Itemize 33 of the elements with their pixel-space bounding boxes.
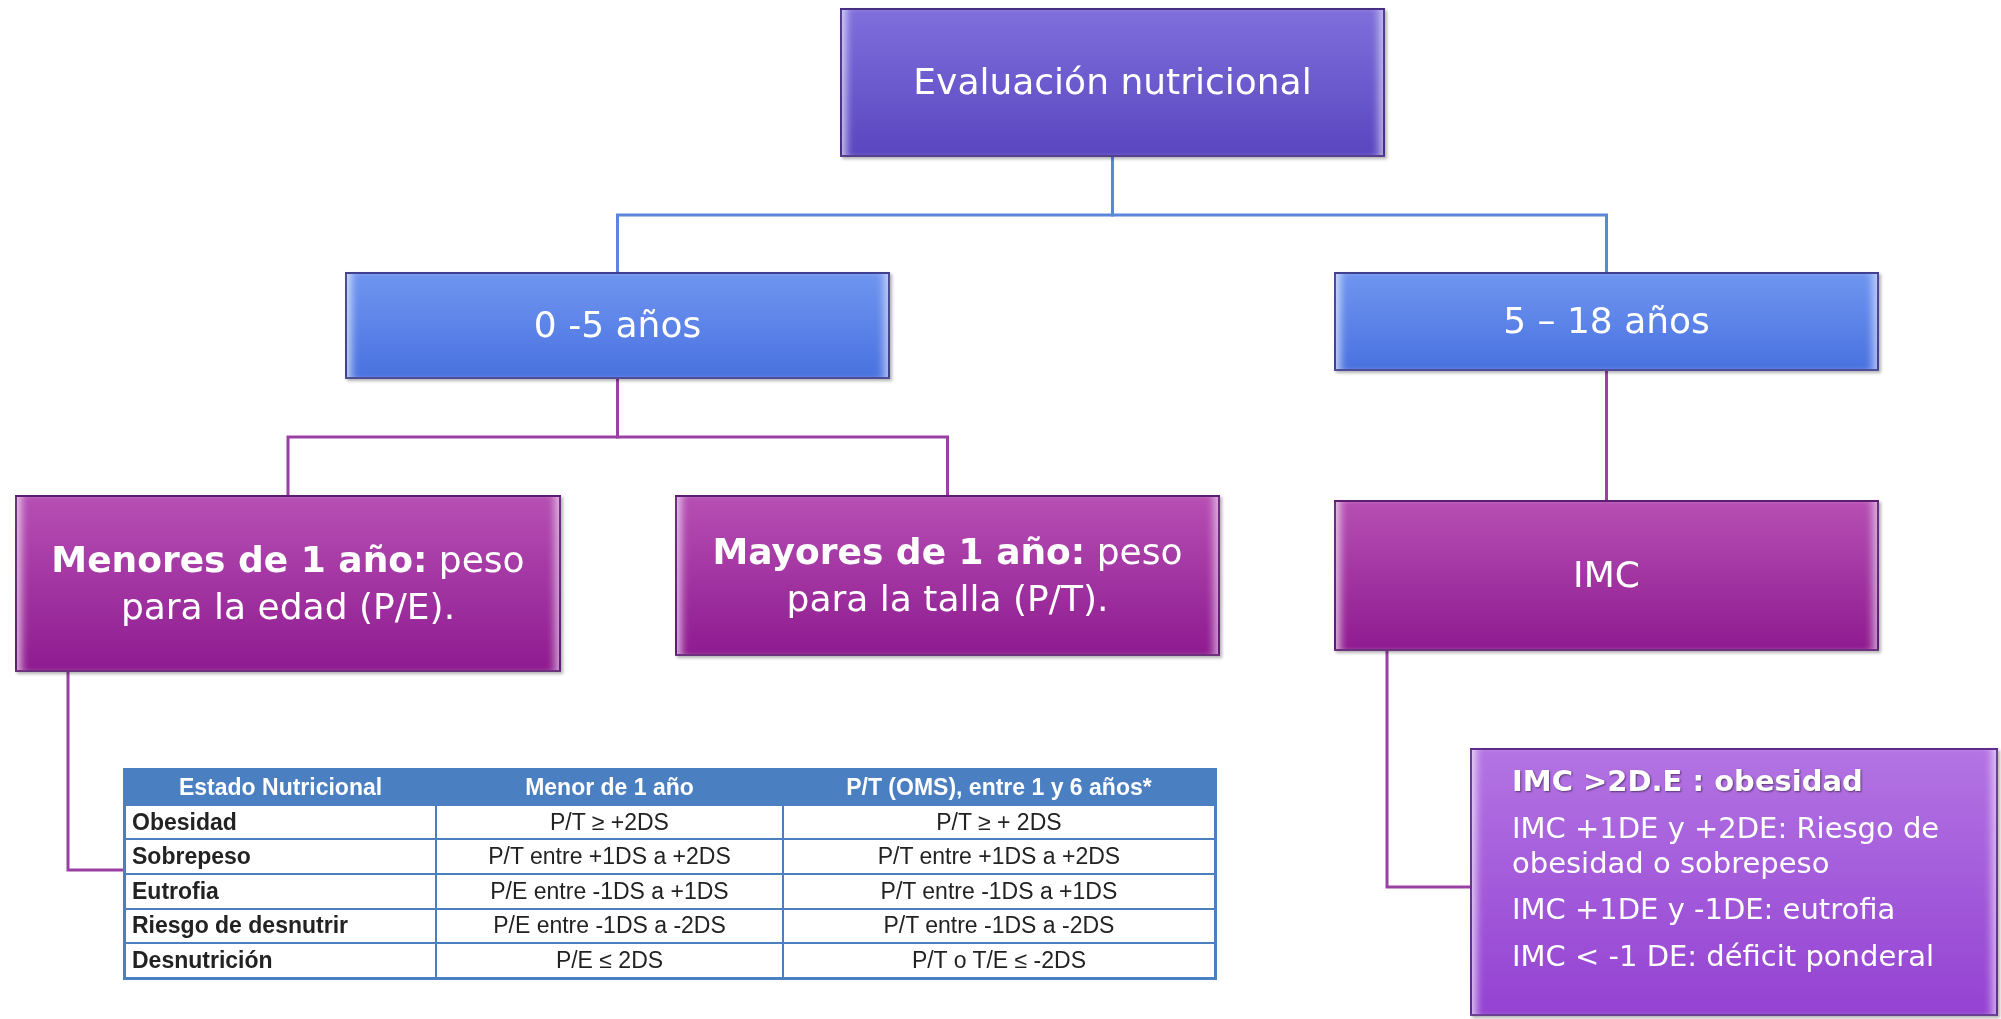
- age-group-box: [345, 272, 890, 379]
- classification-table: [123, 768, 1217, 980]
- classification-text: IMC +1DE y +2DE: Riesgo de obesidad o sobrepeso: [1512, 810, 1941, 881]
- table-header-cell: Estado Nutricional: [124, 769, 437, 805]
- table-cell: P/E entre -1DS a -2DS: [436, 908, 783, 944]
- node-text: IMC: [1573, 553, 1640, 598]
- node-text: Menores de 1 año: peso para la edad (P/E).: [50, 537, 526, 629]
- node-text: Mayores de 1 año: peso para la talla (P/T).: [711, 529, 1184, 621]
- leader-line: [66, 672, 123, 872]
- criterion-box: [675, 495, 1220, 656]
- node-text: Evaluación nutricional: [913, 60, 1312, 105]
- table-header-cell: P/T (OMS), entre 1 y 6 años*: [782, 769, 1216, 805]
- table-cell: P/T ≥ +2DS: [436, 804, 783, 840]
- node-text: 5 – 18 años: [1503, 299, 1710, 344]
- connector-line: [616, 379, 949, 495]
- criterion-box: [1334, 500, 1879, 651]
- leader-line: [1385, 651, 1470, 889]
- table-cell: Sobrepeso: [124, 839, 437, 874]
- classification-text: IMC >2D.E : obesidad: [1512, 764, 1863, 799]
- table-header-cell: Menor de 1 año: [436, 769, 783, 805]
- table-cell: Obesidad: [124, 804, 437, 840]
- classification-text: IMC < -1 DE: déficit ponderal: [1512, 939, 1934, 974]
- table-cell: Riesgo de desnutrir: [124, 908, 437, 944]
- imc-classification-box: [1470, 748, 1998, 1016]
- connector-line: [1605, 371, 1608, 500]
- criterion-box: [15, 495, 561, 672]
- classification-text: IMC +1DE y -1DE: eutrofia: [1512, 892, 1896, 928]
- node-text: 0 -5 años: [533, 303, 702, 348]
- table-cell: P/T entre +1DS a +2DS: [436, 839, 783, 874]
- table-cell: P/E entre -1DS a +1DS: [436, 873, 783, 909]
- age-group-box: [1334, 272, 1879, 371]
- table-cell: Eutrofia: [124, 873, 437, 909]
- title-box: [840, 8, 1385, 157]
